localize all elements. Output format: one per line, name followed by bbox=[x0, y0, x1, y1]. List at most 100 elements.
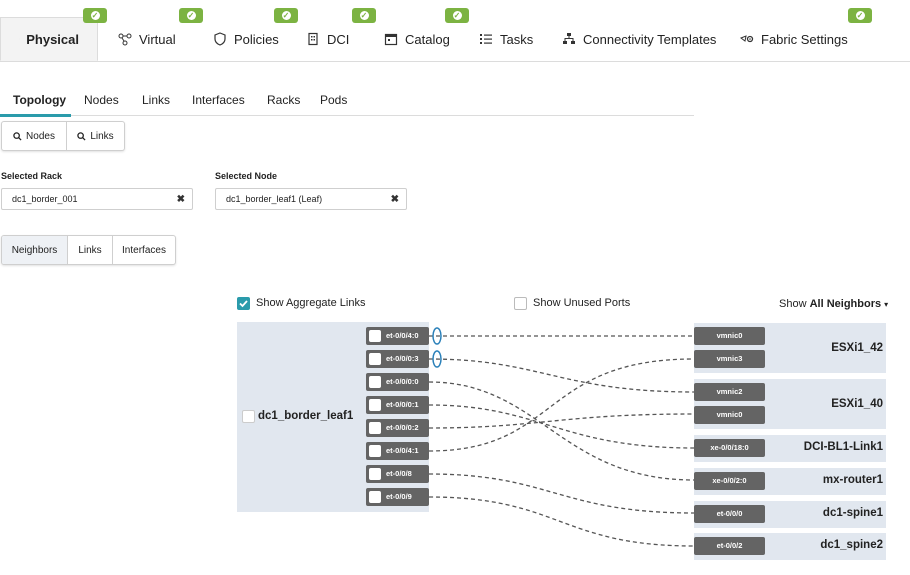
tab-dci[interactable]: DCI bbox=[306, 17, 349, 61]
subtab-links[interactable]: Links bbox=[142, 93, 171, 107]
right-port[interactable]: xe-0/0/2:0 bbox=[694, 472, 765, 490]
right-port[interactable]: vmnic2 bbox=[694, 383, 765, 401]
status-ok-icon: ✓ bbox=[445, 8, 469, 23]
subtab-pods[interactable]: Pods bbox=[320, 93, 348, 107]
tab-fabric-settings-label: Fabric Settings bbox=[761, 31, 848, 47]
selected-node-select[interactable]: dc1_border_leaf1 (Leaf) ✖ bbox=[215, 188, 407, 210]
show-value-label: All Neighbors bbox=[809, 298, 882, 310]
tab-connectivity-templates[interactable]: Connectivity Templates bbox=[562, 17, 716, 61]
tab-catalog[interactable]: Catalog bbox=[384, 17, 450, 61]
status-ok-icon: ✓ bbox=[274, 8, 298, 23]
right-port[interactable]: vmnic0 bbox=[694, 327, 765, 345]
search-nodes-label: Nodes bbox=[26, 130, 55, 142]
search-nodes-button[interactable]: Nodes bbox=[2, 122, 67, 150]
port-checkbox[interactable] bbox=[369, 353, 381, 365]
left-port[interactable]: et-0/0/8 bbox=[366, 465, 429, 483]
right-port[interactable]: xe-0/0/18:0 bbox=[694, 439, 765, 457]
calendar-icon bbox=[384, 33, 398, 46]
search-button-group: Nodes Links bbox=[1, 121, 125, 151]
subtab-active-indicator bbox=[0, 114, 71, 117]
neighbors-button[interactable]: Neighbors bbox=[2, 236, 68, 264]
selected-node-label: Selected Node bbox=[215, 171, 278, 181]
left-port[interactable]: et-0/0/0:1 bbox=[366, 396, 429, 414]
status-ok-icon: ✓ bbox=[848, 8, 872, 23]
subtab-divider bbox=[0, 115, 694, 116]
tab-virtual[interactable]: Virtual bbox=[118, 17, 176, 61]
show-unused-ports-label: Show Unused Ports bbox=[533, 297, 631, 309]
port-label: et-0/0/0:1 bbox=[386, 400, 419, 409]
link-line bbox=[428, 404, 695, 449]
port-label: et-0/0/9 bbox=[386, 492, 412, 501]
left-node-checkbox[interactable] bbox=[242, 410, 255, 423]
status-ok-icon: ✓ bbox=[83, 8, 107, 23]
right-port[interactable]: vmnic3 bbox=[694, 350, 765, 368]
left-port[interactable]: et-0/0/0:0 bbox=[366, 373, 429, 391]
left-port[interactable]: et-0/0/9 bbox=[366, 488, 429, 506]
clear-icon[interactable]: ✖ bbox=[390, 194, 399, 205]
port-label: et-0/0/4:0 bbox=[386, 331, 419, 340]
link-line bbox=[428, 473, 695, 514]
tab-policies[interactable]: Policies bbox=[213, 17, 279, 61]
port-checkbox[interactable] bbox=[369, 491, 381, 503]
port-label: et-0/0/4:1 bbox=[386, 446, 419, 455]
port-checkbox[interactable] bbox=[369, 399, 381, 411]
clear-icon[interactable]: ✖ bbox=[176, 194, 185, 205]
right-port[interactable]: et-0/0/0 bbox=[694, 505, 765, 523]
left-port[interactable]: et-0/0/4:0 bbox=[366, 327, 429, 345]
show-aggregate-links-checkbox[interactable] bbox=[237, 297, 250, 310]
right-node-name: dc1_spine2 bbox=[820, 539, 883, 551]
port-label: et-0/0/0:3 bbox=[386, 354, 419, 363]
subtab-nodes[interactable]: Nodes bbox=[84, 93, 119, 107]
show-aggregate-links-label: Show Aggregate Links bbox=[256, 297, 366, 309]
interfaces-button[interactable]: Interfaces bbox=[122, 244, 166, 256]
selected-rack-select[interactable]: dc1_border_001 ✖ bbox=[1, 188, 193, 210]
tab-tasks[interactable]: Tasks bbox=[479, 17, 533, 61]
left-port[interactable]: et-0/0/4:1 bbox=[366, 442, 429, 460]
gear-icon bbox=[740, 35, 754, 43]
show-unused-ports-checkbox[interactable] bbox=[514, 297, 527, 310]
subtab-interfaces[interactable]: Interfaces bbox=[192, 93, 245, 107]
aggregate-link-icon bbox=[432, 350, 442, 368]
right-node-name: mx-router1 bbox=[822, 474, 883, 486]
link-line bbox=[428, 358, 695, 452]
right-node-name: ESXi1_42 bbox=[831, 342, 883, 354]
subtab-topology[interactable]: Topology bbox=[13, 93, 67, 107]
tab-physical-label: Physical bbox=[26, 31, 79, 47]
tab-connectivity-templates-label: Connectivity Templates bbox=[583, 31, 717, 47]
right-node-name: DCI-BL1-Link1 bbox=[803, 441, 883, 453]
status-ok-icon: ✓ bbox=[179, 8, 203, 23]
building-icon bbox=[308, 32, 318, 46]
port-label: et-0/0/0:2 bbox=[386, 423, 419, 432]
link-line bbox=[428, 496, 695, 547]
port-checkbox[interactable] bbox=[369, 422, 381, 434]
subtab-racks[interactable]: Racks bbox=[267, 93, 301, 107]
port-checkbox[interactable] bbox=[369, 468, 381, 480]
search-icon bbox=[13, 131, 22, 141]
link-line bbox=[428, 413, 695, 429]
search-links-button[interactable]: Links bbox=[67, 122, 124, 150]
shield-icon bbox=[214, 32, 226, 46]
port-checkbox[interactable] bbox=[369, 445, 381, 457]
left-port[interactable]: et-0/0/0:2 bbox=[366, 419, 429, 437]
hierarchy-icon bbox=[563, 33, 575, 44]
network-icon bbox=[118, 33, 132, 46]
right-port[interactable]: et-0/0/2 bbox=[694, 537, 765, 555]
tab-fabric-settings[interactable]: Fabric Settings bbox=[740, 17, 848, 61]
top-navigation: Physical Virtual Policies DCI Catalog Ta… bbox=[0, 0, 910, 62]
right-node-name: ESXi1_40 bbox=[831, 398, 883, 410]
right-port[interactable]: vmnic0 bbox=[694, 406, 765, 424]
port-checkbox[interactable] bbox=[369, 330, 381, 342]
search-icon bbox=[77, 131, 86, 141]
left-node-name: dc1_border_leaf1 bbox=[258, 410, 354, 422]
search-links-label: Links bbox=[90, 130, 114, 142]
selected-rack-label: Selected Rack bbox=[1, 171, 63, 181]
tab-physical[interactable]: Physical bbox=[0, 17, 98, 61]
checkmark-icon bbox=[239, 300, 248, 308]
tab-policies-label: Policies bbox=[234, 31, 279, 47]
port-checkbox[interactable] bbox=[369, 376, 381, 388]
left-port[interactable]: et-0/0/0:3 bbox=[366, 350, 429, 368]
show-neighbors-dropdown[interactable]: Show All Neighbors ▾ bbox=[779, 298, 888, 310]
port-label: et-0/0/0:0 bbox=[386, 377, 419, 386]
tab-virtual-label: Virtual bbox=[139, 31, 176, 47]
links-button[interactable]: Links bbox=[68, 236, 113, 264]
